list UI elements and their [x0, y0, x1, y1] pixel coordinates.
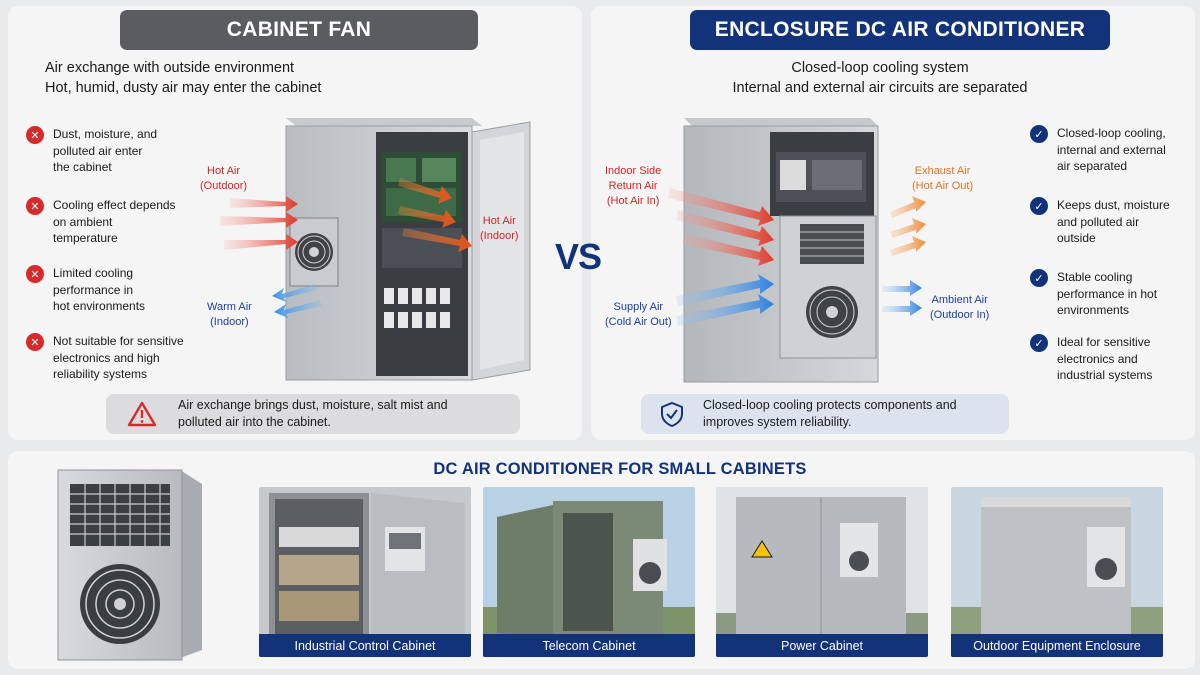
- x-circle-icon: ✕: [26, 126, 44, 144]
- shield-check-icon: [641, 401, 703, 427]
- check-circle-icon: ✓: [1030, 269, 1048, 287]
- vs-label: VS: [555, 236, 602, 277]
- x-circle-icon: ✕: [26, 333, 44, 351]
- ac-benefit-note: Closed-loop cooling protects components …: [641, 394, 1009, 434]
- fan-warning-note: Air exchange brings dust, moisture, salt…: [106, 394, 520, 434]
- ambient-air-label: Ambient Air(Outdoor In): [930, 294, 990, 321]
- cabinet-fan-title: CABINET FAN: [120, 10, 478, 50]
- fan-subtitle-line: Hot, humid, dusty air may enter the cabi…: [45, 80, 322, 96]
- air-conditioner-illustration: [668, 118, 926, 383]
- photo-caption: Telecom Cabinet: [483, 634, 695, 657]
- dc-air-conditioner-unit-image: [57, 469, 202, 661]
- outdoor-equipment-enclosure-photo: Outdoor Equipment Enclosure: [951, 487, 1163, 657]
- ac-subtitle-line: Closed-loop cooling system: [791, 60, 969, 76]
- applications-title: DC AIR CONDITIONER FOR SMALL CABINETS: [433, 460, 807, 478]
- warning-icon: [106, 401, 178, 427]
- check-circle-icon: ✓: [1030, 334, 1048, 352]
- cabinet-fan-subtitle: Air exchange with outside environment Ho…: [45, 58, 321, 98]
- telecom-cabinet-photo: Telecom Cabinet: [483, 487, 695, 657]
- air-conditioner-subtitle: Closed-loop cooling system Internal and …: [690, 58, 1070, 98]
- check-circle-icon: ✓: [1030, 125, 1048, 143]
- hot-air-indoor-label: Hot Air(Indoor): [480, 215, 519, 242]
- exhaust-air-label: Exhaust Air(Hot Air Out): [912, 165, 974, 192]
- check-circle-icon: ✓: [1030, 197, 1048, 215]
- ac-subtitle-line: Internal and external air circuits are s…: [732, 80, 1028, 96]
- hot-air-outdoor-label: Hot Air(Outdoor): [200, 165, 248, 192]
- ac-benefit-item: ✓ Closed-loop cooling,internal and exter…: [1030, 125, 1200, 175]
- photo-caption: Power Cabinet: [716, 634, 928, 657]
- air-conditioner-title: ENCLOSURE DC AIR CONDITIONER: [690, 10, 1110, 50]
- x-circle-icon: ✕: [26, 265, 44, 283]
- warm-air-indoor-label: Warm Air(Indoor): [207, 301, 252, 328]
- cabinet-fan-illustration: [220, 118, 531, 381]
- supply-air-label: Supply Air(Cold Air Out): [605, 301, 672, 328]
- power-cabinet-photo: Power Cabinet: [716, 487, 928, 657]
- x-circle-icon: ✕: [26, 197, 44, 215]
- photo-caption: Outdoor Equipment Enclosure: [951, 634, 1163, 657]
- photo-caption: Industrial Control Cabinet: [259, 634, 471, 657]
- fan-subtitle-line: Air exchange with outside environment: [45, 60, 295, 76]
- industrial-control-cabinet-photo: Industrial Control Cabinet: [259, 487, 471, 657]
